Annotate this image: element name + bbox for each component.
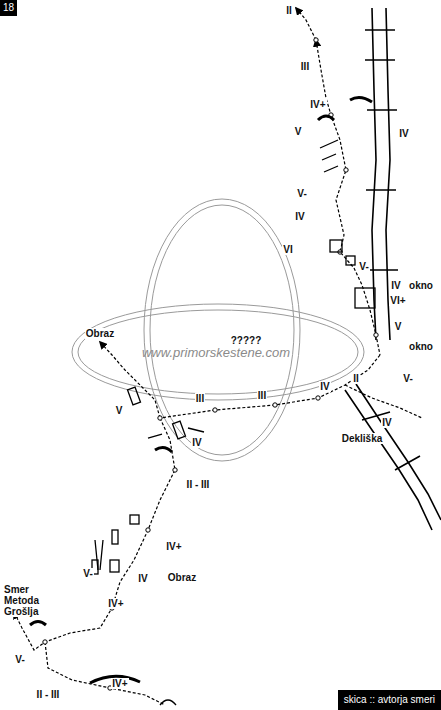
grade-label: IV	[294, 211, 305, 222]
grade-label: V-	[402, 373, 413, 384]
overhang	[30, 97, 372, 683]
grade-label: III	[257, 390, 267, 401]
grade-label: IV+	[309, 99, 326, 110]
grade-label: VI+	[389, 295, 406, 306]
grade-label: V	[394, 321, 403, 332]
grade-label: IV+	[107, 598, 124, 609]
route-name: Smer Metoda Grošlja	[3, 584, 45, 617]
place-label: Obraz	[167, 572, 197, 583]
route-line	[14, 8, 422, 705]
grade-label: V-	[82, 568, 93, 579]
grade-label: IV	[390, 280, 401, 291]
grade-label: IV	[319, 381, 330, 392]
grade-label: II	[285, 5, 293, 16]
figure-number: 18	[0, 0, 17, 16]
grade-label: V-	[14, 654, 25, 665]
grade-label: V	[115, 405, 124, 416]
credit-box: skica :: avtorja smeri	[338, 690, 441, 710]
end-arc	[160, 700, 176, 705]
grade-label: V-	[296, 188, 307, 199]
box-text: 18	[3, 2, 14, 14]
grade-label: IV+	[165, 541, 182, 552]
place-label: Dekliška	[341, 433, 384, 444]
place-label: okno	[408, 341, 434, 352]
place-label: Obraz	[85, 328, 115, 339]
grade-label: II - III	[186, 479, 211, 490]
grade-label: II - III	[36, 689, 61, 700]
grade-label: V	[294, 126, 303, 137]
watermark: www.primorskestene.com	[141, 346, 291, 360]
box-text: skica :: avtorja smeri	[344, 694, 435, 706]
place-label: ?????	[230, 335, 263, 346]
grade-label: II	[352, 373, 360, 384]
chimney	[345, 8, 441, 530]
belay-point	[43, 38, 378, 690]
rock-feature	[92, 140, 375, 574]
grade-label: IV+	[111, 678, 128, 689]
grade-label: III	[300, 61, 310, 72]
grade-label: IV	[137, 573, 148, 584]
ring-outline	[72, 199, 364, 461]
grade-label: III	[195, 393, 205, 404]
grade-label: IV	[191, 437, 202, 448]
grade-label: IV	[398, 128, 409, 139]
grade-label: IV	[381, 417, 392, 428]
place-label: okno	[408, 280, 434, 291]
grade-label: VI	[282, 244, 293, 255]
grade-label: V-	[358, 261, 369, 272]
